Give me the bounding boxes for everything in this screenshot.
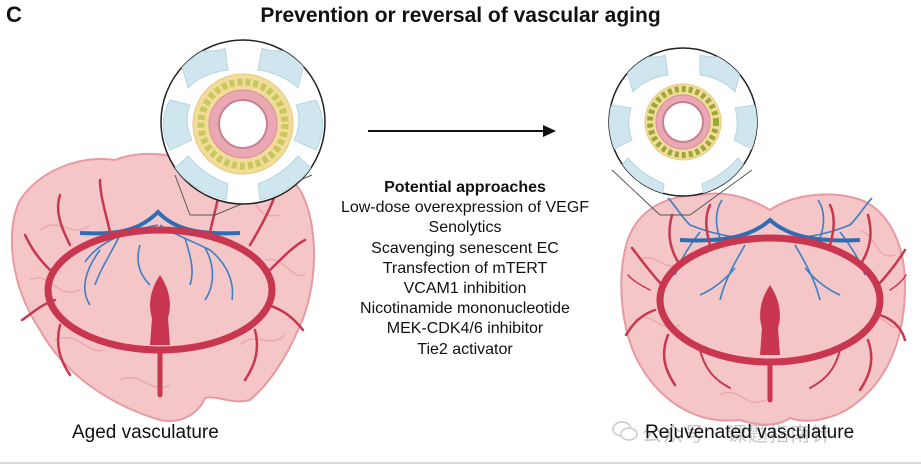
approach-item: Senolytics — [428, 219, 502, 237]
potential-approaches-list: Potential approaches Low-dose overexpres… — [300, 178, 630, 360]
approach-item: Scavenging senescent EC — [371, 239, 559, 257]
aged-arteries — [20, 178, 307, 398]
approach-item: Transfection of mTERT — [382, 259, 548, 277]
rejuvenated-vessel-cross-section — [608, 47, 758, 197]
panel-label: C — [6, 2, 22, 27]
approach-item: MEK-CDK4/6 inhibitor — [386, 320, 544, 338]
rejuvenated-sagittal-sinus — [679, 217, 861, 243]
watermark-text: 公众号 · 课题指南针 — [642, 422, 833, 446]
approaches-heading: Potential approaches — [384, 179, 546, 196]
approach-item: Tie2 activator — [417, 340, 513, 358]
rejuvenated-basilar-artery — [760, 285, 780, 355]
approach-item: Low-dose overexpression of VEGF — [340, 199, 590, 217]
transition-arrow — [368, 125, 556, 137]
aged-brain — [10, 152, 316, 422]
rejuvenated-zoom-lines — [611, 169, 753, 216]
aged-basilar-artery — [150, 275, 170, 345]
bottom-divider — [0, 462, 921, 464]
rejuvenated-veins — [667, 197, 873, 301]
rejuvenated-arteries — [624, 203, 907, 403]
aged-vessel-cross-section — [160, 39, 326, 205]
approach-item: Nicotinamide mononucleotide — [360, 300, 570, 318]
rejuvenated-brain — [620, 192, 907, 426]
aged-caption: Aged vasculature — [72, 422, 219, 443]
figure-title: Prevention or reversal of vascular aging — [260, 4, 661, 27]
aged-brain-gyri — [29, 189, 306, 388]
rejuvenated-caption: Rejuvenated vasculature — [645, 422, 855, 443]
wechat-icon — [612, 421, 638, 441]
approach-item: VCAM1 inhibition — [403, 280, 527, 298]
